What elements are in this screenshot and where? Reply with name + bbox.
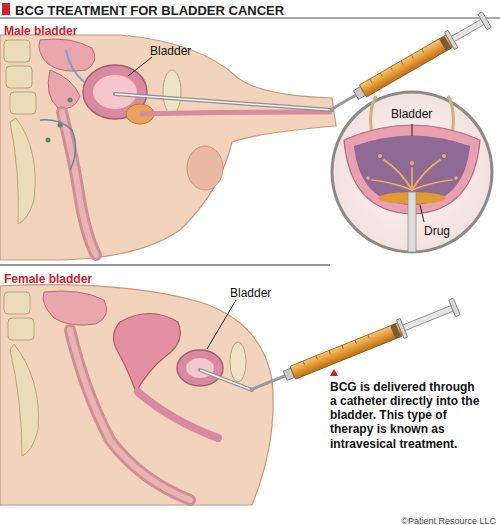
caption: BCG is delivered through a catheter dire… [330, 380, 480, 451]
copyright-note: ©Patient Resource LLC [401, 516, 496, 525]
inset-circle [332, 92, 492, 252]
part-label-box: Drug [424, 221, 450, 239]
section-heading-box: Female bladder [4, 269, 92, 287]
divider-line [0, 265, 330, 266]
part-label: Bladder [391, 108, 432, 122]
part-label: Bladder [230, 287, 271, 301]
part-label: Bladder [150, 45, 191, 59]
section-heading: Male bladder [4, 25, 77, 39]
female-anatomy [0, 285, 273, 505]
caption-marker [330, 369, 338, 376]
part-label-box: Bladder [391, 104, 432, 122]
section-heading: Female bladder [4, 273, 92, 287]
part-label-box: Bladder [230, 283, 271, 301]
title: BCG TREATMENT FOR BLADDER CANCER [15, 4, 284, 19]
male-anatomy [0, 35, 336, 260]
leader-line [207, 300, 236, 349]
section-heading-box: Male bladder [4, 21, 77, 39]
title-bar [0, 0, 500, 18]
part-label: Drug [424, 225, 450, 239]
title-box: BCG TREATMENT FOR BLADDER CANCER [15, 1, 284, 19]
part-label-box: Bladder [150, 41, 191, 59]
copyright-note-box: ©Patient Resource LLC [401, 510, 496, 525]
caption-box: BCG is delivered through a catheter dire… [330, 380, 480, 451]
leader-line [128, 57, 152, 76]
